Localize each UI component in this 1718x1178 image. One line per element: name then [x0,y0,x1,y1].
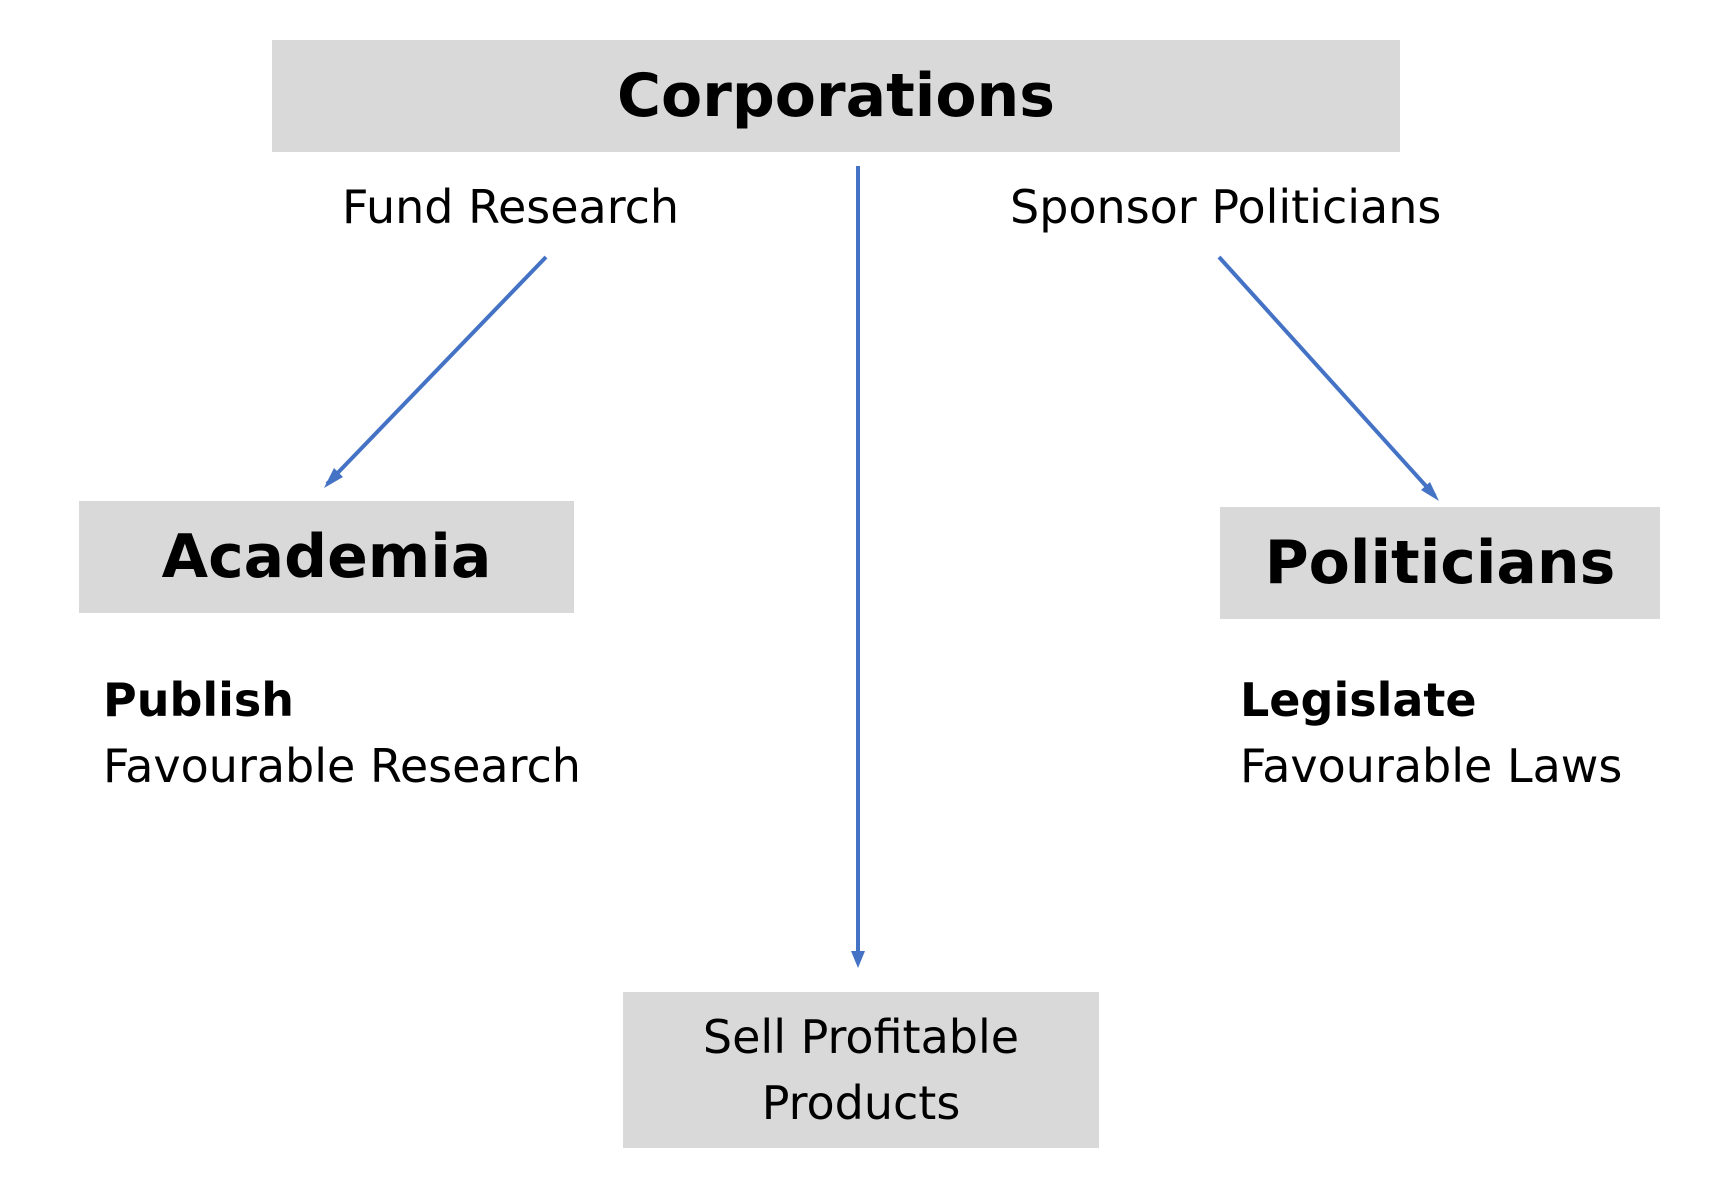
corporations-title: Corporations [617,61,1055,131]
arrowhead-fund-research [324,468,343,488]
academia-note-head: Publish [103,673,295,727]
politicians-note-body: Favourable Laws [1240,739,1623,793]
products-box: Sell Profitable Products [623,992,1099,1148]
academia-title: Academia [161,522,492,592]
politicians-note: Legislate Favourable Laws [1240,667,1622,799]
academia-box: Academia [79,501,574,613]
products-line-2: Products [761,1076,961,1130]
products-line-1: Sell Profitable [702,1010,1020,1064]
sponsor-politicians-label: Sponsor Politicians [1010,180,1442,234]
arrowhead-sponsor-politicians [1421,482,1439,501]
arrowhead-sell-products [851,951,865,968]
politicians-note-head: Legislate [1240,673,1477,727]
academia-note: Publish Favourable Research [103,667,581,799]
academia-note-body: Favourable Research [103,739,581,793]
corporations-box: Corporations [272,40,1400,152]
politicians-box: Politicians [1220,507,1660,619]
fund-research-label: Fund Research [342,180,680,234]
arrow-sponsor-politicians [1217,255,1437,498]
arrow-fund-research [325,255,548,486]
politicians-title: Politicians [1264,528,1616,598]
